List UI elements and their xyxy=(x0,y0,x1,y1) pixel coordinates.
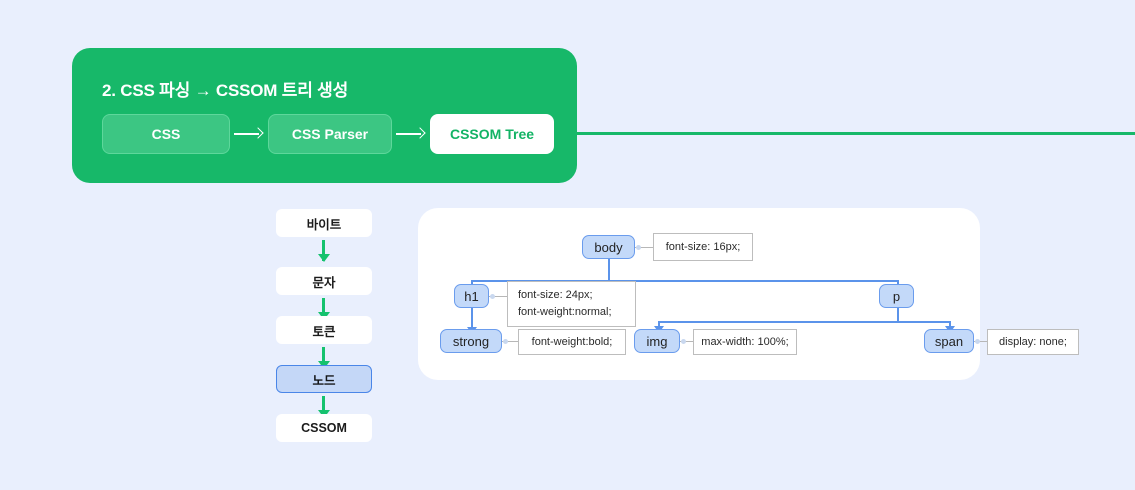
pipeline-step-cssom-tree[interactable]: CSSOM Tree xyxy=(430,114,554,154)
flow-step-nodes[interactable]: 노드 xyxy=(276,365,372,393)
declaration-line: font-weight:bold; xyxy=(531,335,613,348)
declaration-line: max-width: 100%; xyxy=(701,335,789,348)
pipeline-step-css-parser[interactable]: CSS Parser xyxy=(268,114,392,154)
tree-edge-p-img xyxy=(658,321,660,329)
flow-step-chars[interactable]: 문자 xyxy=(276,267,372,295)
arrow-right-icon xyxy=(230,127,268,141)
tree-stub xyxy=(489,296,507,297)
tree-edge-bus xyxy=(471,280,898,282)
declaration-line: font-size: 24px; xyxy=(518,289,593,301)
card-title: 2. CSS 파싱 → CSSOM 트리 생성 xyxy=(102,81,349,100)
tree-stub xyxy=(974,341,987,342)
declaration-box-span: display: none; xyxy=(987,329,1079,355)
tree-node-strong[interactable]: strong xyxy=(440,329,502,353)
tree-stub-dot xyxy=(681,338,686,344)
arrow-down-icon xyxy=(317,240,330,262)
tree-edge-p-bus xyxy=(658,321,950,323)
declaration-line: display: none; xyxy=(999,335,1067,348)
tree-node-p[interactable]: p xyxy=(879,284,914,308)
declaration-box-h1: font-size: 24px; font-weight:normal; xyxy=(507,281,636,327)
flow-step-cssom[interactable]: CSSOM xyxy=(276,414,372,442)
tree-stub-dot xyxy=(975,338,980,344)
tree-edge-p-span xyxy=(949,321,951,329)
tree-stub xyxy=(502,341,518,342)
tree-stub xyxy=(635,247,653,248)
flow-step-bytes[interactable]: 바이트 xyxy=(276,209,372,237)
tree-edge-body-trunk xyxy=(608,259,610,281)
tree-stub-dot xyxy=(490,293,495,299)
tree-stub xyxy=(680,341,693,342)
declaration-box-strong: font-weight:bold; xyxy=(518,329,626,355)
tree-stub-dot xyxy=(503,338,508,344)
tree-edge-h1-strong xyxy=(471,308,473,330)
declaration-line: font-size: 16px; xyxy=(665,240,741,253)
css-parsing-card: 2. CSS 파싱 → CSSOM 트리 생성 CSS CSS Parser C… xyxy=(72,48,577,183)
tree-node-body[interactable]: body xyxy=(582,235,635,259)
flow-step-tokens[interactable]: 토큰 xyxy=(276,316,372,344)
tree-edge-p-trunk xyxy=(897,308,899,322)
declaration-line: font-weight:normal; xyxy=(518,306,612,318)
tree-node-span[interactable]: span xyxy=(924,329,974,353)
pipeline-step-css[interactable]: CSS xyxy=(102,114,230,154)
arrow-right-icon xyxy=(392,127,430,141)
cssom-tree-card: body h1 p strong img span font-size: 16p… xyxy=(418,208,1079,380)
tree-node-h1[interactable]: h1 xyxy=(454,284,489,308)
declaration-box-img: max-width: 100%; xyxy=(693,329,797,355)
tree-node-img[interactable]: img xyxy=(634,329,680,353)
css-pipeline: CSS CSS Parser CSSOM Tree xyxy=(102,114,554,154)
green-divider-rule xyxy=(577,132,1135,135)
tree-stub-dot xyxy=(636,244,641,250)
declaration-box-body: font-size: 16px; xyxy=(653,233,753,261)
